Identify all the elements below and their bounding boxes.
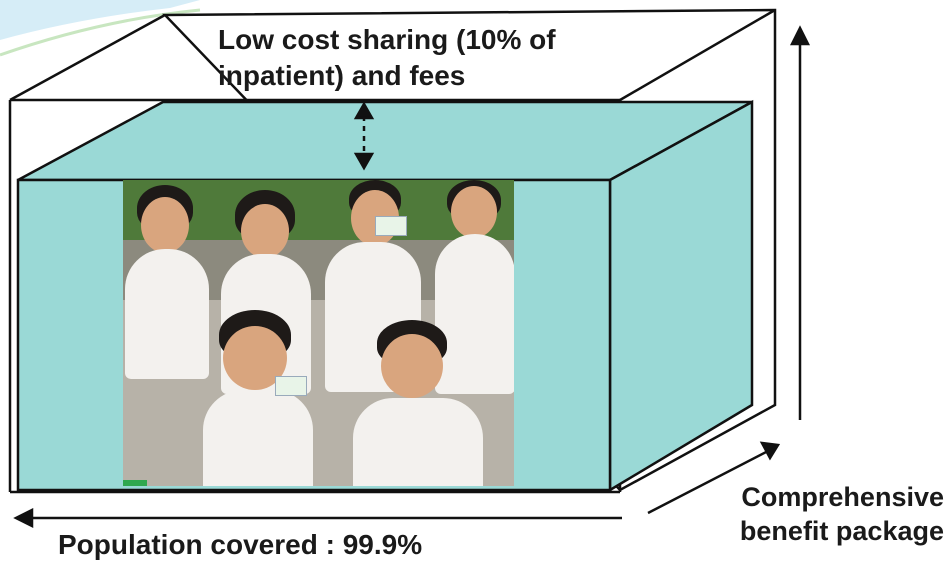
children-photo	[123, 180, 514, 486]
decorative-swoosh-line	[0, 8, 201, 57]
child-face	[451, 186, 497, 238]
child-shirt	[203, 390, 313, 486]
population-axis-arrow	[13, 507, 622, 529]
child-face	[241, 204, 289, 258]
benefit-label-line2: benefit package	[739, 516, 944, 546]
photo-corner-green	[123, 480, 147, 486]
child-shirt	[353, 398, 483, 486]
child-face	[141, 197, 189, 253]
cost-sharing-gap-arrow	[353, 101, 375, 171]
vertical-axis-arrow	[789, 25, 811, 420]
insurance-card	[375, 216, 407, 236]
cost-sharing-label: Low cost sharing (10% of inpatient) and …	[218, 22, 556, 94]
benefit-label-line1: Comprehensive	[741, 482, 944, 512]
decorative-swoosh	[0, 0, 200, 40]
child-shirt	[125, 249, 209, 379]
insurance-card	[275, 376, 307, 396]
benefit-axis-arrow	[647, 441, 781, 515]
population-covered-label: Population covered : 99.9%	[58, 529, 423, 560]
child-face	[381, 334, 443, 398]
cost-sharing-label-line2: inpatient) and fees	[218, 60, 466, 91]
cost-sharing-label-line1: Low cost sharing (10% of	[218, 24, 556, 55]
benefit-package-label: Comprehensive benefit package	[712, 480, 944, 548]
child-shirt	[435, 234, 514, 394]
